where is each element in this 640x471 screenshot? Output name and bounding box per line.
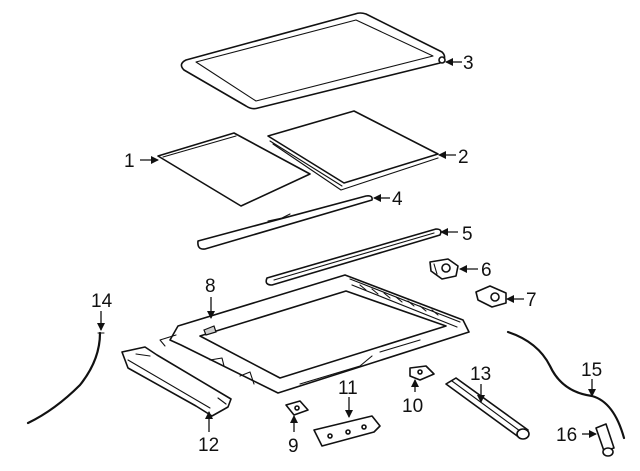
callout-6: 6: [481, 260, 492, 281]
callout-labels: 1 2 3 4 5 6 7 8 9 10 11 12 13 14 15 16: [91, 53, 602, 457]
part-10-clip[interactable]: [409, 365, 435, 381]
part-12-rear-panel[interactable]: [121, 346, 232, 417]
callout-5: 5: [462, 224, 473, 245]
callout-10: 10: [402, 396, 423, 417]
callout-16: 16: [556, 425, 577, 446]
callout-12: 12: [198, 435, 219, 456]
part-9-bracket[interactable]: [285, 400, 309, 416]
part-5-front-rail[interactable]: [265, 228, 442, 286]
part-3-frame-seal[interactable]: [180, 12, 446, 110]
part-6-actuator[interactable]: [429, 258, 459, 280]
part-14-drain-hose[interactable]: [26, 331, 105, 425]
part-16-grommet[interactable]: [595, 423, 615, 457]
part-1-rear-glass[interactable]: [157, 132, 311, 207]
callout-9: 9: [288, 436, 299, 457]
callout-14: 14: [91, 291, 113, 312]
callout-3: 3: [463, 53, 474, 74]
callout-1: 1: [124, 151, 135, 172]
callout-13: 13: [470, 364, 491, 385]
part-15-drain-hose[interactable]: [506, 330, 626, 440]
callout-2: 2: [458, 147, 469, 168]
part-8-housing-frame[interactable]: [159, 274, 470, 394]
part-13-sunshade[interactable]: [445, 377, 530, 440]
callout-8: 8: [205, 276, 216, 297]
part-7-drive-motor[interactable]: [475, 285, 507, 308]
callout-15: 15: [581, 360, 602, 381]
callout-4: 4: [392, 189, 403, 210]
part-11-plate[interactable]: [313, 415, 381, 447]
callout-11: 11: [338, 378, 358, 399]
callout-7: 7: [526, 290, 537, 311]
part-4-deflector[interactable]: [197, 195, 373, 250]
leader-lines: [97, 58, 597, 438]
